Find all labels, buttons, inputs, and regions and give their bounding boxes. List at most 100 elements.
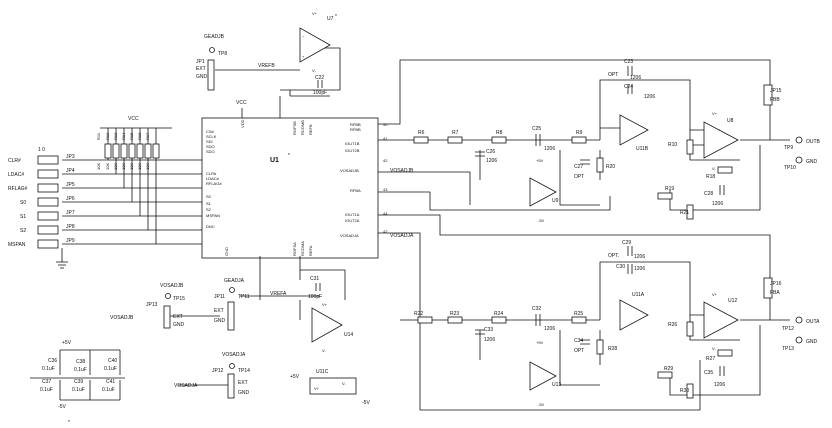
jp12-jumper[interactable] (227, 373, 235, 399)
u1-pin-rcoma: RCOMA (300, 241, 305, 256)
u14-vplus: V+ (322, 302, 328, 307)
r29-resistor: R29 (657, 366, 673, 379)
outb-terminal[interactable] (795, 136, 803, 144)
jp9-jumper[interactable]: MSPAN JP9 (8, 238, 75, 249)
jp8-jumper[interactable]: S2 JP8 (20, 224, 75, 235)
u1-dac-chip: U1 * CS# SCLK SDI SDO SDO CLR# LDAC# RFL… (201, 117, 388, 259)
u11b-label: U11B (636, 146, 649, 152)
u7-asterisk: * (335, 14, 337, 20)
tp13-label: TP13 (782, 346, 794, 352)
jp11-jumper[interactable] (227, 301, 235, 331)
jp9-signal-label: MSPAN (8, 242, 26, 248)
c38-label: C38 (76, 359, 85, 365)
jp16-label: JP16 (770, 281, 782, 287)
r20-label: R19 (665, 186, 674, 192)
c29-label: C29 (622, 240, 631, 246)
c37-label: C37 (42, 379, 51, 385)
u9-label: U9 (552, 198, 559, 204)
u9-neg-supply: -5V (538, 218, 545, 223)
vosadjb-trim-label: VOSADJB (160, 283, 184, 289)
tp8-testpoint[interactable] (209, 47, 215, 53)
outb-label: OUTB (806, 139, 821, 145)
tp15-testpoint[interactable] (165, 293, 171, 299)
vosadja-trim-section: VOSADJA TP14 JP12 EXT GND VOSADJA (174, 352, 250, 399)
r19-resistor: R20 (596, 157, 615, 173)
r8-label: R8 (496, 130, 503, 136)
tp11-testpoint[interactable] (229, 287, 235, 293)
c41-value: 0.1uF (102, 387, 115, 393)
jp16-jumper[interactable]: JP16 (763, 277, 782, 299)
u12-vplus: V+ (712, 292, 718, 297)
jp5-jumper[interactable]: RFLAG# JP5 (8, 182, 75, 193)
r13-value: 10K (113, 163, 118, 170)
u12-opamp: U12 V+ V- (703, 292, 739, 351)
jp12-label: JP12 (212, 368, 224, 374)
r18-resistor: R18 (706, 166, 733, 180)
jp13-gnd-label: GND (173, 322, 185, 328)
jp13-jumper[interactable] (163, 305, 171, 329)
vosadjb-net-label: VOSADJB (390, 168, 414, 174)
c26-label: C26 (486, 149, 495, 155)
jp4-id: JP4 (66, 168, 75, 174)
c23-opt: OPT (608, 72, 618, 78)
jp1-jumper[interactable] (207, 59, 215, 91)
c40-label: C40 (108, 358, 117, 364)
jp4-jumper[interactable]: LDAC# JP4 (8, 168, 75, 179)
r9-resistor: R9 (571, 130, 587, 144)
jp7-id: JP7 (66, 210, 75, 216)
jp7-jumper[interactable]: S1 JP7 (20, 210, 75, 221)
jp3-jumper[interactable]: CLR# JP3 (8, 154, 75, 165)
outb-ground-terminal[interactable] (795, 156, 803, 164)
jp7-signal-label: S1 (20, 214, 26, 220)
r7-resistor: R7 (447, 130, 463, 144)
r28-resistor: R28 (596, 339, 617, 355)
r7-label: R7 (452, 130, 459, 136)
u1-pin-s0: S0 (206, 194, 212, 199)
r26-resistor: R26 (668, 321, 694, 337)
u11c-vminus: V- (342, 381, 346, 386)
jp1-ext-label: EXT (196, 66, 206, 72)
c40-value: 0.1uF (104, 366, 117, 372)
u1-pin-mspan: MSPAN (206, 213, 220, 218)
u7-opamp: − + U7 * V+ V- (299, 11, 337, 73)
outa-terminal[interactable] (795, 316, 803, 324)
r8-resistor: R8 (491, 130, 507, 144)
r20-resistor: R19 (657, 186, 674, 200)
u8-opamp: U8 V+ V- (703, 111, 739, 171)
u14-label: U14 (344, 332, 353, 338)
c36-label: C36 (48, 358, 57, 364)
jp6-jumper[interactable]: S0 JP6 (20, 196, 75, 207)
u1-pin-vosadja: VOSADJA (340, 233, 359, 238)
tp11-label: TP11 (238, 294, 250, 300)
tp14-testpoint[interactable] (229, 363, 235, 369)
u1-pin-clr: CLR# (206, 171, 217, 176)
pin-number-40: 40 (383, 122, 388, 127)
wire-net (62, 47, 790, 411)
jp15-jumper[interactable]: JP15 (763, 84, 782, 106)
outa-ground-terminal[interactable] (795, 336, 803, 344)
u1-pin-rofsa: ROFSA (292, 242, 297, 256)
c25-label: C25 (532, 126, 541, 132)
c29-opt: OPT. (608, 253, 619, 259)
u1-pin-s1: S1 (206, 201, 212, 206)
outa-gnd-label: GND (806, 339, 818, 345)
fba-label: FBA (770, 290, 780, 296)
pin-number-44: 44 (383, 211, 388, 216)
c31-label: C31 (310, 276, 319, 282)
c36-value: 0.1uF (42, 366, 55, 372)
r30-resistor: R30 (680, 383, 694, 399)
r12-label: R12 (105, 132, 110, 140)
svg-text:+: + (302, 54, 305, 59)
tp10-label: TP10 (784, 165, 796, 171)
r17-label: R17 (145, 132, 150, 140)
vcc-chip-label: VCC (236, 100, 247, 106)
c39-label: C39 (74, 379, 83, 385)
u1-pin-rcomb: RCOMB (300, 120, 305, 135)
u11a-opamp: U11A (619, 292, 649, 331)
r22-label: R22 (414, 311, 423, 317)
